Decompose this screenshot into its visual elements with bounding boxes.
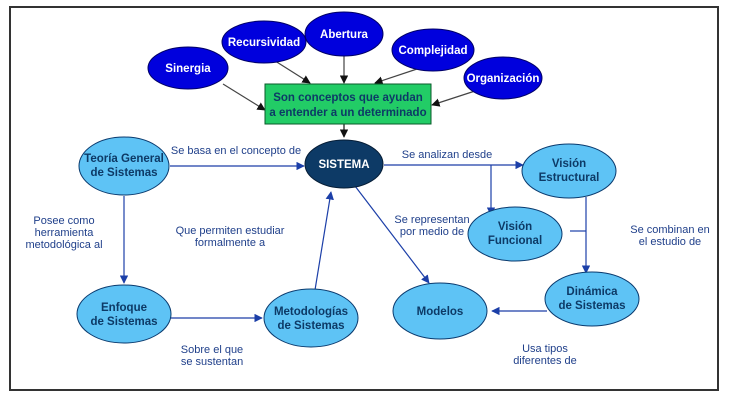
label-se-analizan: Se analizan desde — [402, 149, 493, 161]
concept-label: Recursividad — [228, 37, 300, 49]
concept-organizacion[interactable]: Organización — [463, 56, 543, 100]
edge-labels: Se basa en el concepto de Se analizan de… — [25, 145, 709, 368]
funcional-line-2: Funcional — [488, 235, 542, 247]
label-posee-1: Posee como — [33, 215, 94, 227]
label-posee-3: metodológica al — [25, 239, 102, 251]
concept-abertura[interactable]: Abertura — [304, 11, 384, 57]
label-que-permiten-1: Que permiten estudiar — [176, 225, 285, 237]
link-sinergia — [222, 83, 266, 111]
dinamica-line-1: Dinámica — [566, 286, 618, 298]
node-vision-estructural[interactable]: Visión Estructural — [521, 143, 617, 199]
label-usa-tipos-1: Usa tipos — [522, 343, 568, 355]
system-links — [119, 160, 591, 323]
node-dinamica[interactable]: Dinámica de Sistemas — [544, 271, 640, 327]
label-sobre-el-que-1: Sobre el que — [181, 344, 243, 356]
node-sistema[interactable]: SISTEMA — [304, 139, 384, 189]
concept-sinergia[interactable]: Sinergia — [147, 46, 229, 90]
label-sobre-el-que-2: se sustentan — [181, 356, 243, 368]
label-se-basa: Se basa en el concepto de — [171, 145, 301, 157]
enfoque-line-2: de Sistemas — [90, 316, 157, 328]
link-sistema-modelos — [354, 185, 430, 284]
node-metodologias[interactable]: Metodologías de Sistemas — [263, 288, 359, 348]
node-enfoque[interactable]: Enfoque de Sistemas — [76, 284, 172, 344]
sistema-label: SISTEMA — [318, 159, 369, 171]
link-complejidad — [374, 67, 421, 85]
estructural-line-1: Visión — [552, 158, 586, 170]
modelos-label: Modelos — [417, 306, 464, 318]
estructural-line-2: Estructural — [539, 172, 600, 184]
enfoque-line-1: Enfoque — [101, 302, 147, 314]
label-que-permiten-2: formalmente a — [195, 237, 266, 249]
concept-complejidad[interactable]: Complejidad — [391, 28, 475, 72]
concept-links — [222, 55, 476, 138]
node-vision-funcional[interactable]: Visión Funcional — [467, 206, 563, 262]
link-metodologias-sistema — [314, 191, 334, 291]
concept-box-line-2: a entender a un determinado — [269, 107, 426, 119]
concept-box-line-1: Son conceptos que ayudan — [273, 92, 423, 104]
label-se-representan-2: por medio de — [400, 226, 464, 238]
metodologias-line-1: Metodologías — [274, 306, 348, 318]
label-se-representan-1: Se representan — [394, 214, 469, 226]
concept-label: Organización — [467, 73, 540, 85]
dinamica-line-2: de Sistemas — [558, 300, 625, 312]
label-se-combinan-1: Se combinan en — [630, 224, 710, 236]
label-posee-2: herramienta — [35, 227, 95, 239]
concept-label: Sinergia — [165, 63, 211, 75]
concept-recursividad[interactable]: Recursividad — [221, 20, 307, 64]
label-se-combinan-2: el estudio de — [639, 236, 701, 248]
link-organizacion — [431, 90, 476, 107]
concept-box[interactable]: Son conceptos que ayudan a entender a un… — [264, 83, 432, 125]
concept-label: Complejidad — [398, 45, 467, 57]
funcional-line-1: Visión — [498, 221, 532, 233]
metodologias-line-2: de Sistemas — [277, 320, 344, 332]
node-teoria-general[interactable]: Teoría General de Sistemas — [78, 136, 170, 196]
link-recursividad — [271, 58, 311, 84]
teoria-line-1: Teoría General — [84, 153, 164, 165]
teoria-line-2: de Sistemas — [90, 167, 157, 179]
label-usa-tipos-2: diferentes de — [513, 355, 577, 367]
concept-label: Abertura — [320, 29, 369, 41]
node-modelos[interactable]: Modelos — [392, 282, 488, 340]
